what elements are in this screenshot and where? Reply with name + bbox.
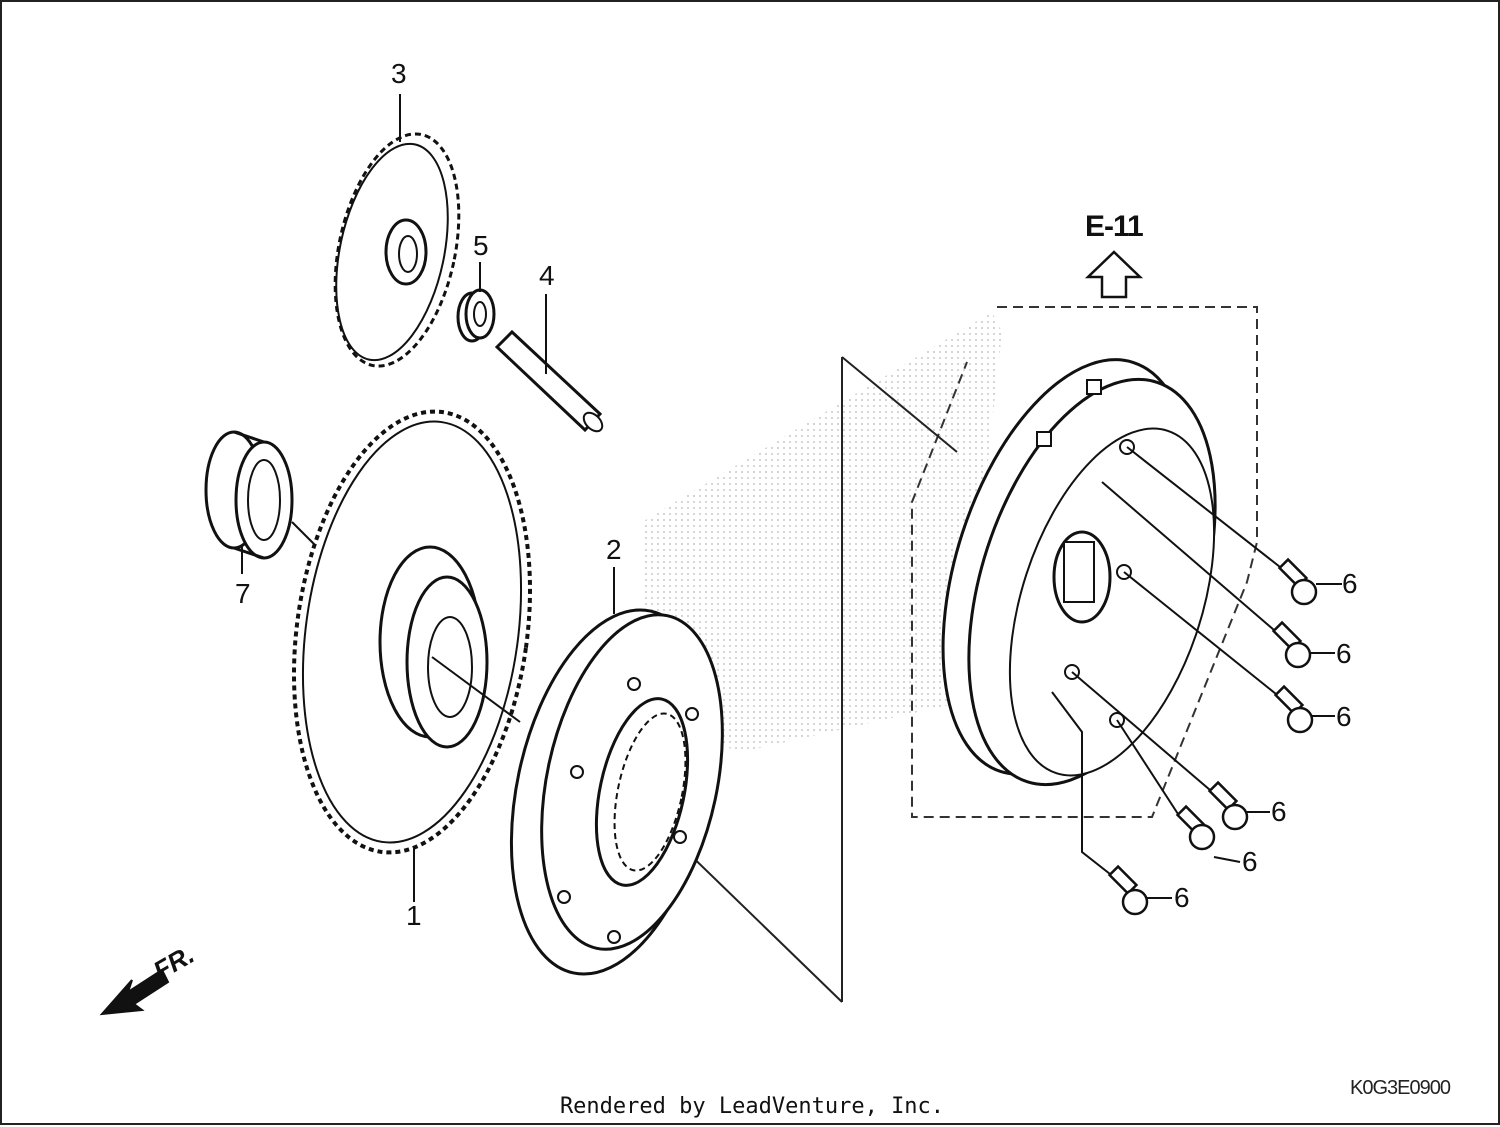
callout-6f: 6 (1174, 882, 1190, 913)
diagram-code: K0G3E0900 (1350, 1077, 1451, 1099)
callout-5: 5 (473, 230, 489, 261)
part-2-starter-clutch (509, 567, 724, 976)
callout-6c: 6 (1336, 701, 1352, 732)
part-4-shaft (494, 294, 604, 433)
part-5-bushing (456, 262, 496, 343)
part-7-needle-bearing (204, 430, 325, 574)
callout-1: 1 (406, 900, 422, 931)
bolt-1 (1277, 557, 1318, 606)
part-1-driven-gear (292, 409, 532, 902)
callout-6d: 6 (1271, 796, 1287, 827)
callout-2: 2 (606, 534, 622, 565)
callout-4: 4 (539, 260, 555, 291)
bolt-2 (1271, 620, 1312, 669)
callout-6e: 6 (1242, 846, 1258, 877)
assembly-guide-lines (676, 356, 958, 1003)
bolt-leader-lines (1051, 446, 1342, 899)
callout-3: 3 (391, 58, 407, 89)
flywheel (941, 358, 1217, 787)
footer-credit: Rendered by LeadVenture, Inc. (559, 1094, 945, 1119)
bolt-5 (1175, 804, 1216, 851)
bolt-6 (1107, 864, 1149, 916)
callout-6a: 6 (1342, 568, 1358, 599)
part-6-bolts (1107, 557, 1318, 916)
callout-6b: 6 (1336, 638, 1352, 669)
callout-7: 7 (235, 578, 251, 609)
reference-dashed-box (911, 306, 1258, 818)
bolt-3 (1273, 684, 1314, 734)
reference-arrow-up (1084, 250, 1144, 299)
bolt-4 (1207, 780, 1249, 831)
part-3-reduction-gear (333, 94, 461, 368)
reference-label: E-11 (1085, 210, 1144, 243)
front-direction-arrow (99, 968, 170, 1016)
